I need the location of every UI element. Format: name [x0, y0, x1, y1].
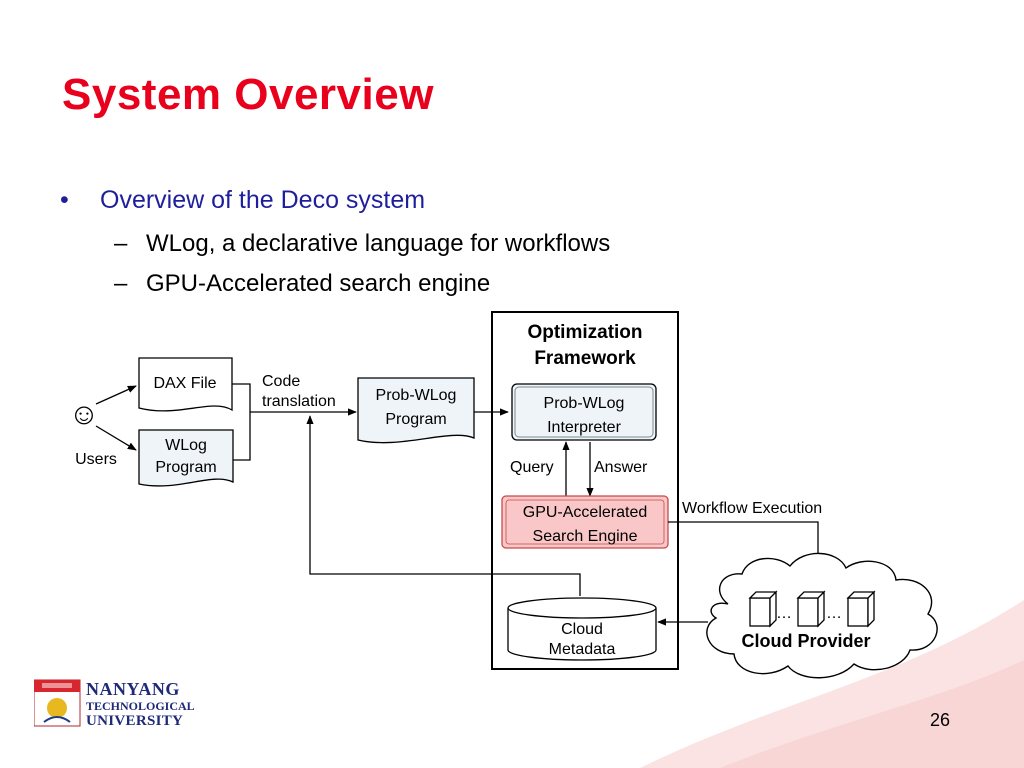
workflow-execution-label: Workflow Execution [682, 500, 822, 517]
sub-bullet-text: GPU-Accelerated search engine [146, 270, 491, 297]
prob-wlog-program-doc [357, 377, 475, 444]
search-engine-inner [505, 499, 665, 545]
ntu-logo-text: NANYANG TECHNOLOGICAL UNIVERSITY [86, 680, 195, 729]
query-label: Query [510, 459, 554, 476]
bullet-item-overview: • Overview of the Deco system [60, 186, 425, 215]
ellipsis-1: … [776, 605, 792, 622]
metadata-feedback-arrow [306, 415, 581, 596]
code-translation-line1: Code [262, 373, 300, 390]
arrow-users-wlog [95, 425, 137, 451]
wlog-program-line1: WLog [165, 437, 207, 454]
cloud-metadata-line2: Metadata [549, 641, 616, 658]
ellipsis-2: … [826, 605, 842, 622]
prob-wlog-program-line1: Prob-WLog [376, 387, 457, 404]
cloud-provider-label: Cloud Provider [741, 631, 870, 651]
cloud-metadata-top [507, 597, 657, 619]
users-label: Users [75, 451, 117, 468]
search-engine-line1: GPU-Accelerated [523, 504, 648, 521]
search-engine-line2: Search Engine [533, 528, 638, 545]
interpreter-inner [514, 386, 654, 438]
arrow-users-dax [95, 385, 137, 405]
dash-marker: – [114, 230, 128, 257]
docs-bracket [232, 383, 251, 461]
logo-line1: NANYANG [86, 679, 180, 699]
sub-bullet-wlog: –WLog, a declarative language for workfl… [114, 230, 610, 258]
answer-label: Answer [594, 459, 648, 476]
slide-title: System Overview [62, 70, 434, 119]
cloud-metadata-cylinder [507, 608, 657, 661]
cloud-metadata-line1: Cloud [561, 621, 603, 638]
server-cube-icon [748, 590, 778, 628]
dash-marker: – [114, 270, 128, 297]
logo-line2: TECHNOLOGICAL [86, 699, 195, 713]
optimization-framework-box [491, 311, 679, 670]
logo-line3: UNIVERSITY [86, 713, 184, 729]
smiley-icon: ☺ [69, 398, 100, 431]
framework-title-line2: Framework [534, 348, 636, 369]
interpreter-line1: Prob-WLog [544, 395, 625, 412]
dax-file-doc [138, 357, 233, 412]
wlog-program-doc [138, 429, 234, 487]
code-translation-line2: translation [262, 393, 336, 410]
interpreter-line2: Interpreter [547, 419, 621, 436]
dax-file-label: DAX File [153, 375, 216, 392]
bullet-marker: • [60, 186, 69, 214]
page-number: 26 [930, 710, 951, 730]
server-cube-icon [796, 590, 826, 628]
wlog-program-line2: Program [155, 459, 216, 476]
ntu-crest-icon [34, 679, 81, 727]
bullet-text: Overview of the Deco system [100, 186, 426, 214]
server-cube-icon [846, 590, 876, 628]
prob-wlog-program-line2: Program [385, 411, 446, 428]
framework-title-line1: Optimization [527, 322, 642, 343]
sub-bullet-gpu: –GPU-Accelerated search engine [114, 270, 490, 298]
sub-bullet-text: WLog, a declarative language for workflo… [146, 230, 611, 257]
interpreter-box [511, 383, 657, 441]
